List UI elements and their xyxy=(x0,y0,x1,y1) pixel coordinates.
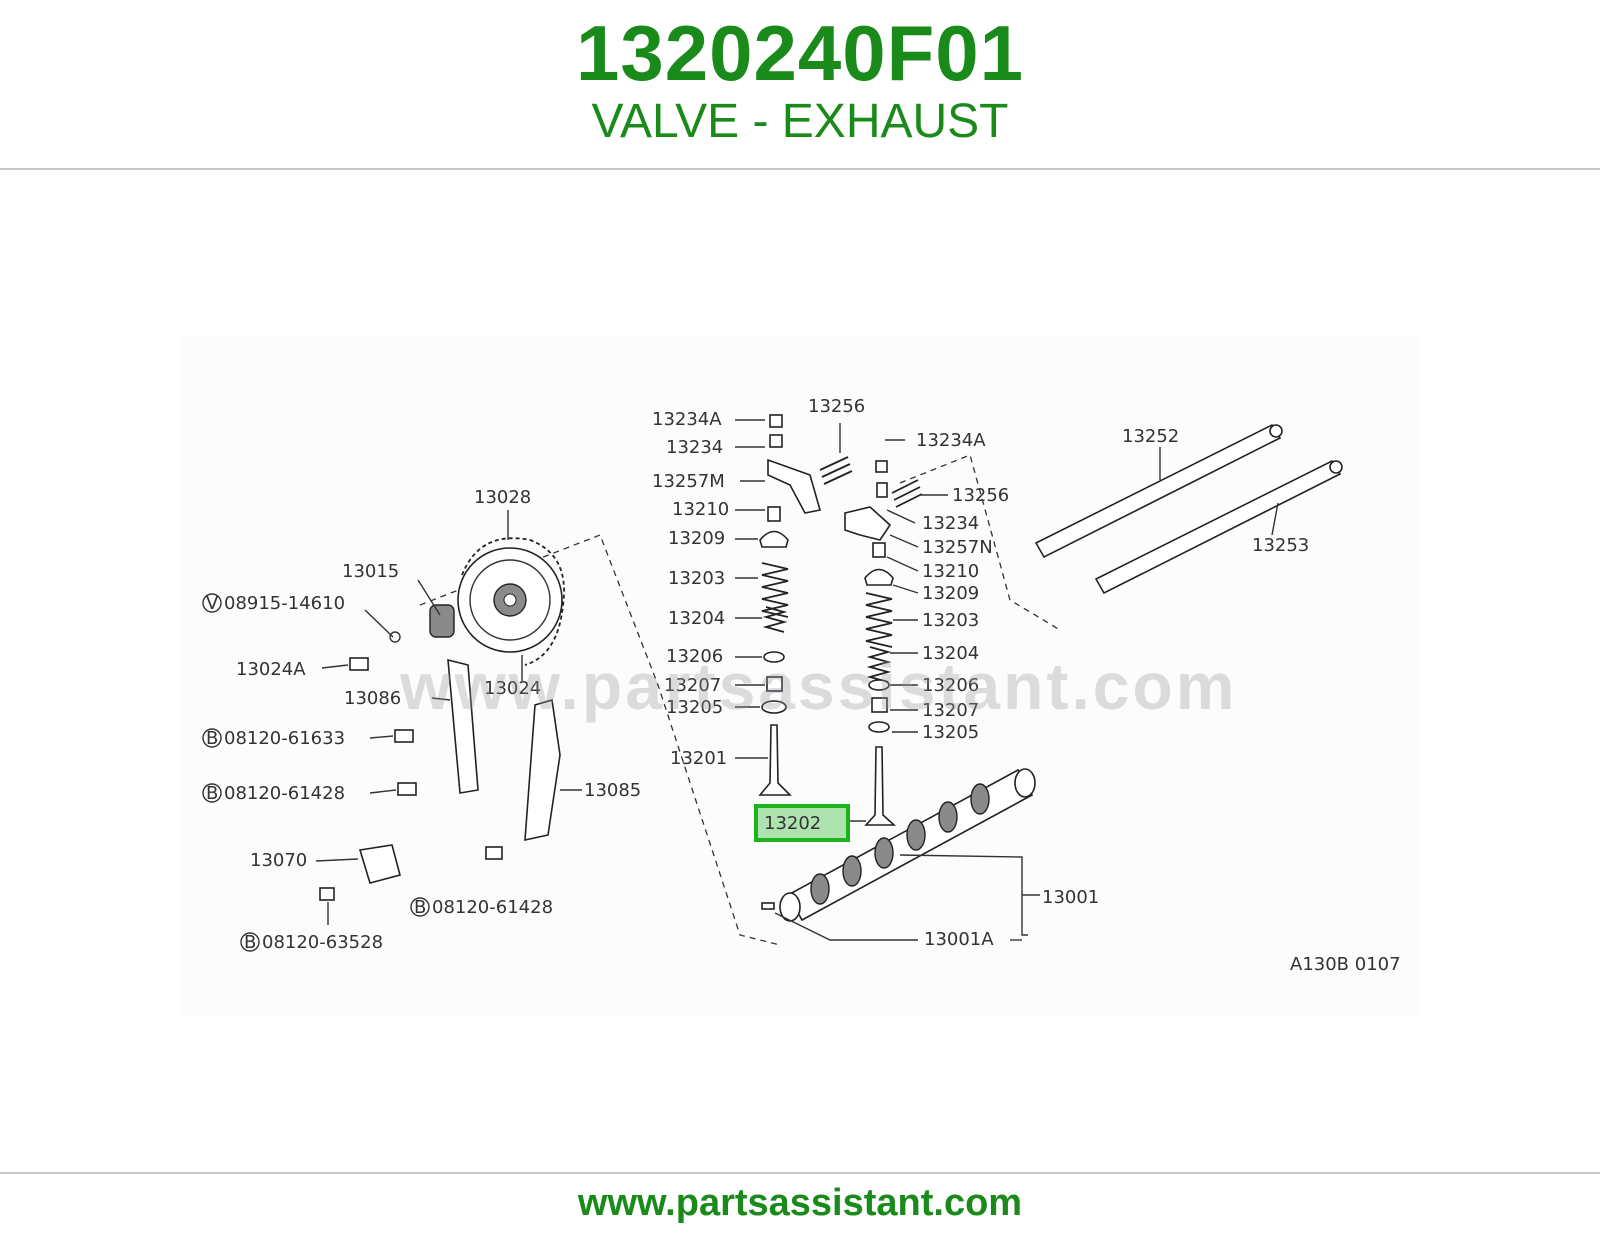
label-13234-right: 13234 xyxy=(922,513,979,534)
prefix-b-1: B xyxy=(206,728,218,749)
label-13207-left: 13207 xyxy=(664,675,721,696)
valve-stack-right xyxy=(864,542,897,826)
page-header: 1320240F01 VALVE - EXHAUST xyxy=(0,0,1600,168)
label-13234-left: 13234 xyxy=(666,437,723,458)
label-13070: 13070 xyxy=(250,850,307,871)
label-13206-right: 13206 xyxy=(922,675,979,696)
prefix-b-circle-2 xyxy=(202,783,222,803)
label-13209-right: 13209 xyxy=(922,583,979,604)
small-bolts xyxy=(319,631,503,901)
label-08120-63528: 08120-63528 xyxy=(262,932,383,953)
label-13203-right: 13203 xyxy=(922,610,979,631)
highlight-box-13202 xyxy=(754,804,850,842)
label-13001A: 13001A xyxy=(924,929,994,950)
chain-guide-right xyxy=(524,698,561,842)
leader-13257N xyxy=(889,534,919,548)
label-13252: 13252 xyxy=(1122,426,1179,447)
label-13210-right: 13210 xyxy=(922,561,979,582)
prefix-b-circle-3 xyxy=(410,897,430,917)
label-08120-61633: 08120-61633 xyxy=(224,728,345,749)
header-divider xyxy=(0,168,1600,170)
crankshaft-sprocket xyxy=(429,604,455,638)
prefix-v-circle xyxy=(202,593,222,613)
label-13015: 13015 xyxy=(342,561,399,582)
chain-tensioner xyxy=(358,844,401,884)
label-13001: 13001 xyxy=(1042,887,1099,908)
part-name-subtitle: VALVE - EXHAUST xyxy=(591,95,1009,148)
label-13201: 13201 xyxy=(670,748,727,769)
leader-08120b xyxy=(369,789,397,794)
label-13256-right: 13256 xyxy=(952,485,1009,506)
label-13205-right: 13205 xyxy=(922,722,979,743)
camshaft xyxy=(761,768,1036,922)
leader-13001A xyxy=(774,912,918,941)
leader-13024A xyxy=(321,664,349,669)
watermark: www.partsassistant.com xyxy=(400,649,1238,723)
label-13257N: 13257N xyxy=(922,537,993,558)
prefix-b-4: B xyxy=(244,932,256,953)
footer-website-link[interactable]: www.partsassistant.com xyxy=(577,1182,1023,1224)
label-13209-left: 13209 xyxy=(668,528,725,549)
label-13207-right: 13207 xyxy=(922,700,979,721)
prefix-b-2: B xyxy=(206,783,218,804)
rocker-arm-m xyxy=(767,414,822,514)
chain-guide-left xyxy=(447,658,479,794)
label-08120-61428-b: 08120-61428 xyxy=(432,897,553,918)
label-13203-left: 13203 xyxy=(668,568,725,589)
parts-diagram: 13028 13015 V 08915-14610 13024A 13086 1… xyxy=(180,335,1420,1015)
label-13256-top: 13256 xyxy=(808,396,865,417)
leader-13001-top xyxy=(899,854,1028,936)
chain-cover-outline xyxy=(419,534,781,946)
leader-08915 xyxy=(364,609,394,638)
label-13204-right: 13204 xyxy=(922,643,979,664)
prefix-v: V xyxy=(206,593,219,614)
prefix-b-circle-4 xyxy=(240,932,260,952)
label-13234A-left: 13234A xyxy=(652,409,722,430)
label-08915-14610: 08915-14610 xyxy=(224,593,345,614)
label-13204-left: 13204 xyxy=(668,608,725,629)
label-13024A: 13024A xyxy=(236,659,306,680)
leader-13209-r xyxy=(892,584,919,594)
leader-13234-r xyxy=(886,509,916,524)
label-13024: 13024 xyxy=(484,678,541,699)
label-13085: 13085 xyxy=(584,780,641,801)
prefix-b-circle-1 xyxy=(202,728,222,748)
label-13028: 13028 xyxy=(474,487,531,508)
label-13253: 13253 xyxy=(1252,535,1309,556)
label-13206-left: 13206 xyxy=(666,646,723,667)
label-13086: 13086 xyxy=(344,688,401,709)
exploded-view-svg: 13028 13015 V 08915-14610 13024A 13086 1… xyxy=(180,335,1420,1015)
leader-13070 xyxy=(315,858,359,862)
rocker-shaft-outline xyxy=(899,454,1061,631)
prefix-b-3: B xyxy=(414,897,426,918)
figure-code: A130B 0107 xyxy=(1290,954,1401,975)
leader-13210-r xyxy=(886,556,919,572)
label-13210-left: 13210 xyxy=(672,499,729,520)
label-13205-left: 13205 xyxy=(666,697,723,718)
label-13257M: 13257M xyxy=(652,471,725,492)
spring-13256-right xyxy=(891,479,923,508)
label-13234A-right: 13234A xyxy=(916,430,986,451)
spring-13256-top xyxy=(819,456,853,485)
rocker-shaft-13252 xyxy=(1034,423,1283,559)
rocker-shaft-13253 xyxy=(1094,459,1343,595)
label-13202-highlighted: 13202 xyxy=(764,813,821,834)
part-number-title: 1320240F01 xyxy=(575,9,1025,97)
leader-08120a xyxy=(369,735,394,739)
leader-13015 xyxy=(417,579,441,616)
valve-stack-left xyxy=(758,506,792,796)
camshaft-sprocket xyxy=(457,537,565,666)
footer-divider xyxy=(0,1172,1600,1174)
label-08120-61428-a: 08120-61428 xyxy=(224,783,345,804)
leader-13253 xyxy=(1271,502,1279,536)
rocker-arm-n xyxy=(844,460,892,541)
leader-13086 xyxy=(431,697,451,701)
